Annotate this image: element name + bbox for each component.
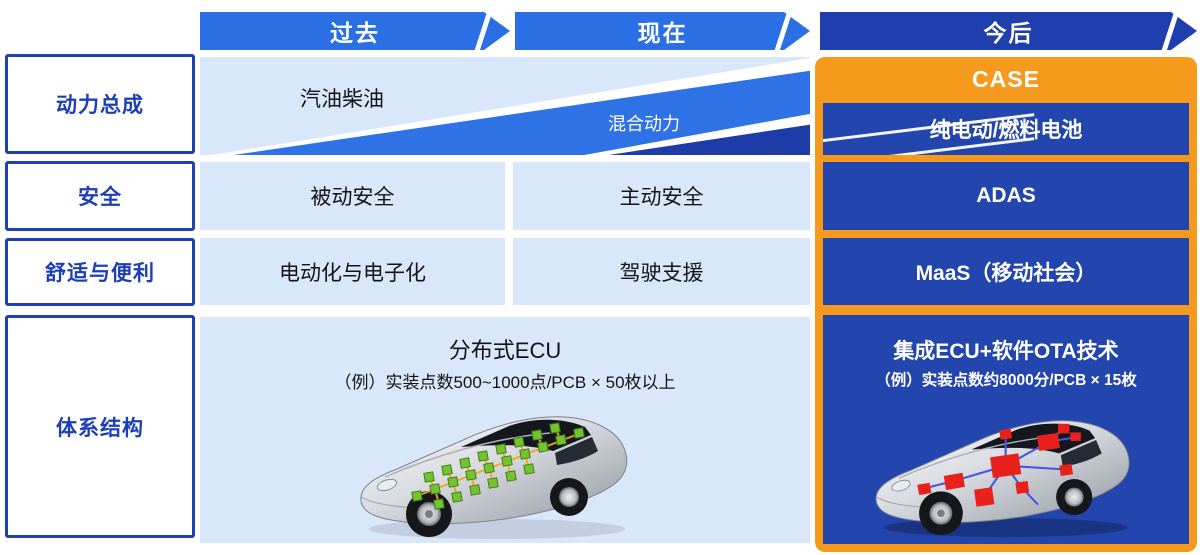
timeline-past-label: 过去 [330, 20, 380, 46]
safety-present-label: 主动安全 [619, 186, 704, 209]
comfort-future-label: MaaS（移动社会） [915, 261, 1097, 285]
safety-past-cell: 被动安全 [200, 162, 505, 230]
architecture-past-present-cell: 分布式ECU （例）实装点数500~1000点/PCB × 50枚以上 [200, 317, 810, 543]
category-comfort-label: 舒适与便利 [45, 262, 155, 285]
architecture-past-title: 分布式ECU [448, 338, 562, 363]
comfort-past-cell: 电动化与电子化 [200, 238, 505, 305]
category-architecture: 体系结构 [5, 315, 195, 538]
timeline-arrow-future: 今后 [820, 12, 1197, 50]
case-banner-label: CASE [972, 66, 1040, 92]
distributed-ecu-car-illustration [360, 416, 628, 539]
integrated-ecu-car-illustration [875, 420, 1130, 538]
timeline-future-label: 今后 [983, 20, 1034, 46]
architecture-future-title: 集成ECU+软件OTA技术 [893, 340, 1119, 363]
arrow-notch [1160, 6, 1180, 55]
architecture-past-detail: （例）实装点数500~1000点/PCB × 50枚以上 [334, 373, 676, 392]
category-powertrain: 动力总成 [5, 54, 195, 154]
powertrain-past-present-cell: 汽油柴油 混合动力 [200, 57, 810, 155]
arrow-notch [473, 6, 493, 55]
architecture-future-cell: 集成ECU+软件OTA技术 （例）实装点数约8000分/PCB × 15枚 [823, 315, 1189, 544]
powertrain-future-label: 纯电动/燃料电池 [929, 119, 1083, 142]
timeline-arrow-present: 现在 [515, 12, 810, 50]
future-column-frame: CASE 纯电动/燃料电池 ADAS MaaS（移动社会） 集成ECU+软件OT… [815, 57, 1197, 552]
comfort-present-cell: 驾驶支援 [513, 238, 810, 305]
comfort-past-label: 电动化与电子化 [279, 261, 426, 285]
powertrain-past-label: 汽油柴油 [300, 88, 384, 111]
comfort-future-cell: MaaS（移动社会） [823, 238, 1189, 305]
category-safety: 安全 [5, 161, 195, 231]
safety-future-cell: ADAS [823, 162, 1189, 230]
category-safety-label: 安全 [78, 186, 122, 209]
safety-present-cell: 主动安全 [513, 162, 810, 230]
timeline-arrow-past: 过去 [200, 12, 510, 50]
powertrain-future-cell: 纯电动/燃料电池 [823, 103, 1189, 155]
category-architecture-label: 体系结构 [56, 416, 144, 440]
timeline-present-label: 现在 [637, 20, 688, 46]
safety-past-label: 被动安全 [310, 186, 395, 209]
architecture-future-detail: （例）实装点数约8000分/PCB × 15枚 [875, 372, 1137, 389]
category-powertrain-label: 动力总成 [56, 94, 144, 117]
powertrain-transition-label: 混合动力 [608, 114, 680, 134]
safety-future-label: ADAS [976, 184, 1036, 207]
comfort-present-label: 驾驶支援 [619, 261, 704, 285]
arrow-notch [773, 6, 793, 55]
case-banner: CASE [815, 57, 1197, 102]
category-comfort: 舒适与便利 [5, 238, 195, 306]
